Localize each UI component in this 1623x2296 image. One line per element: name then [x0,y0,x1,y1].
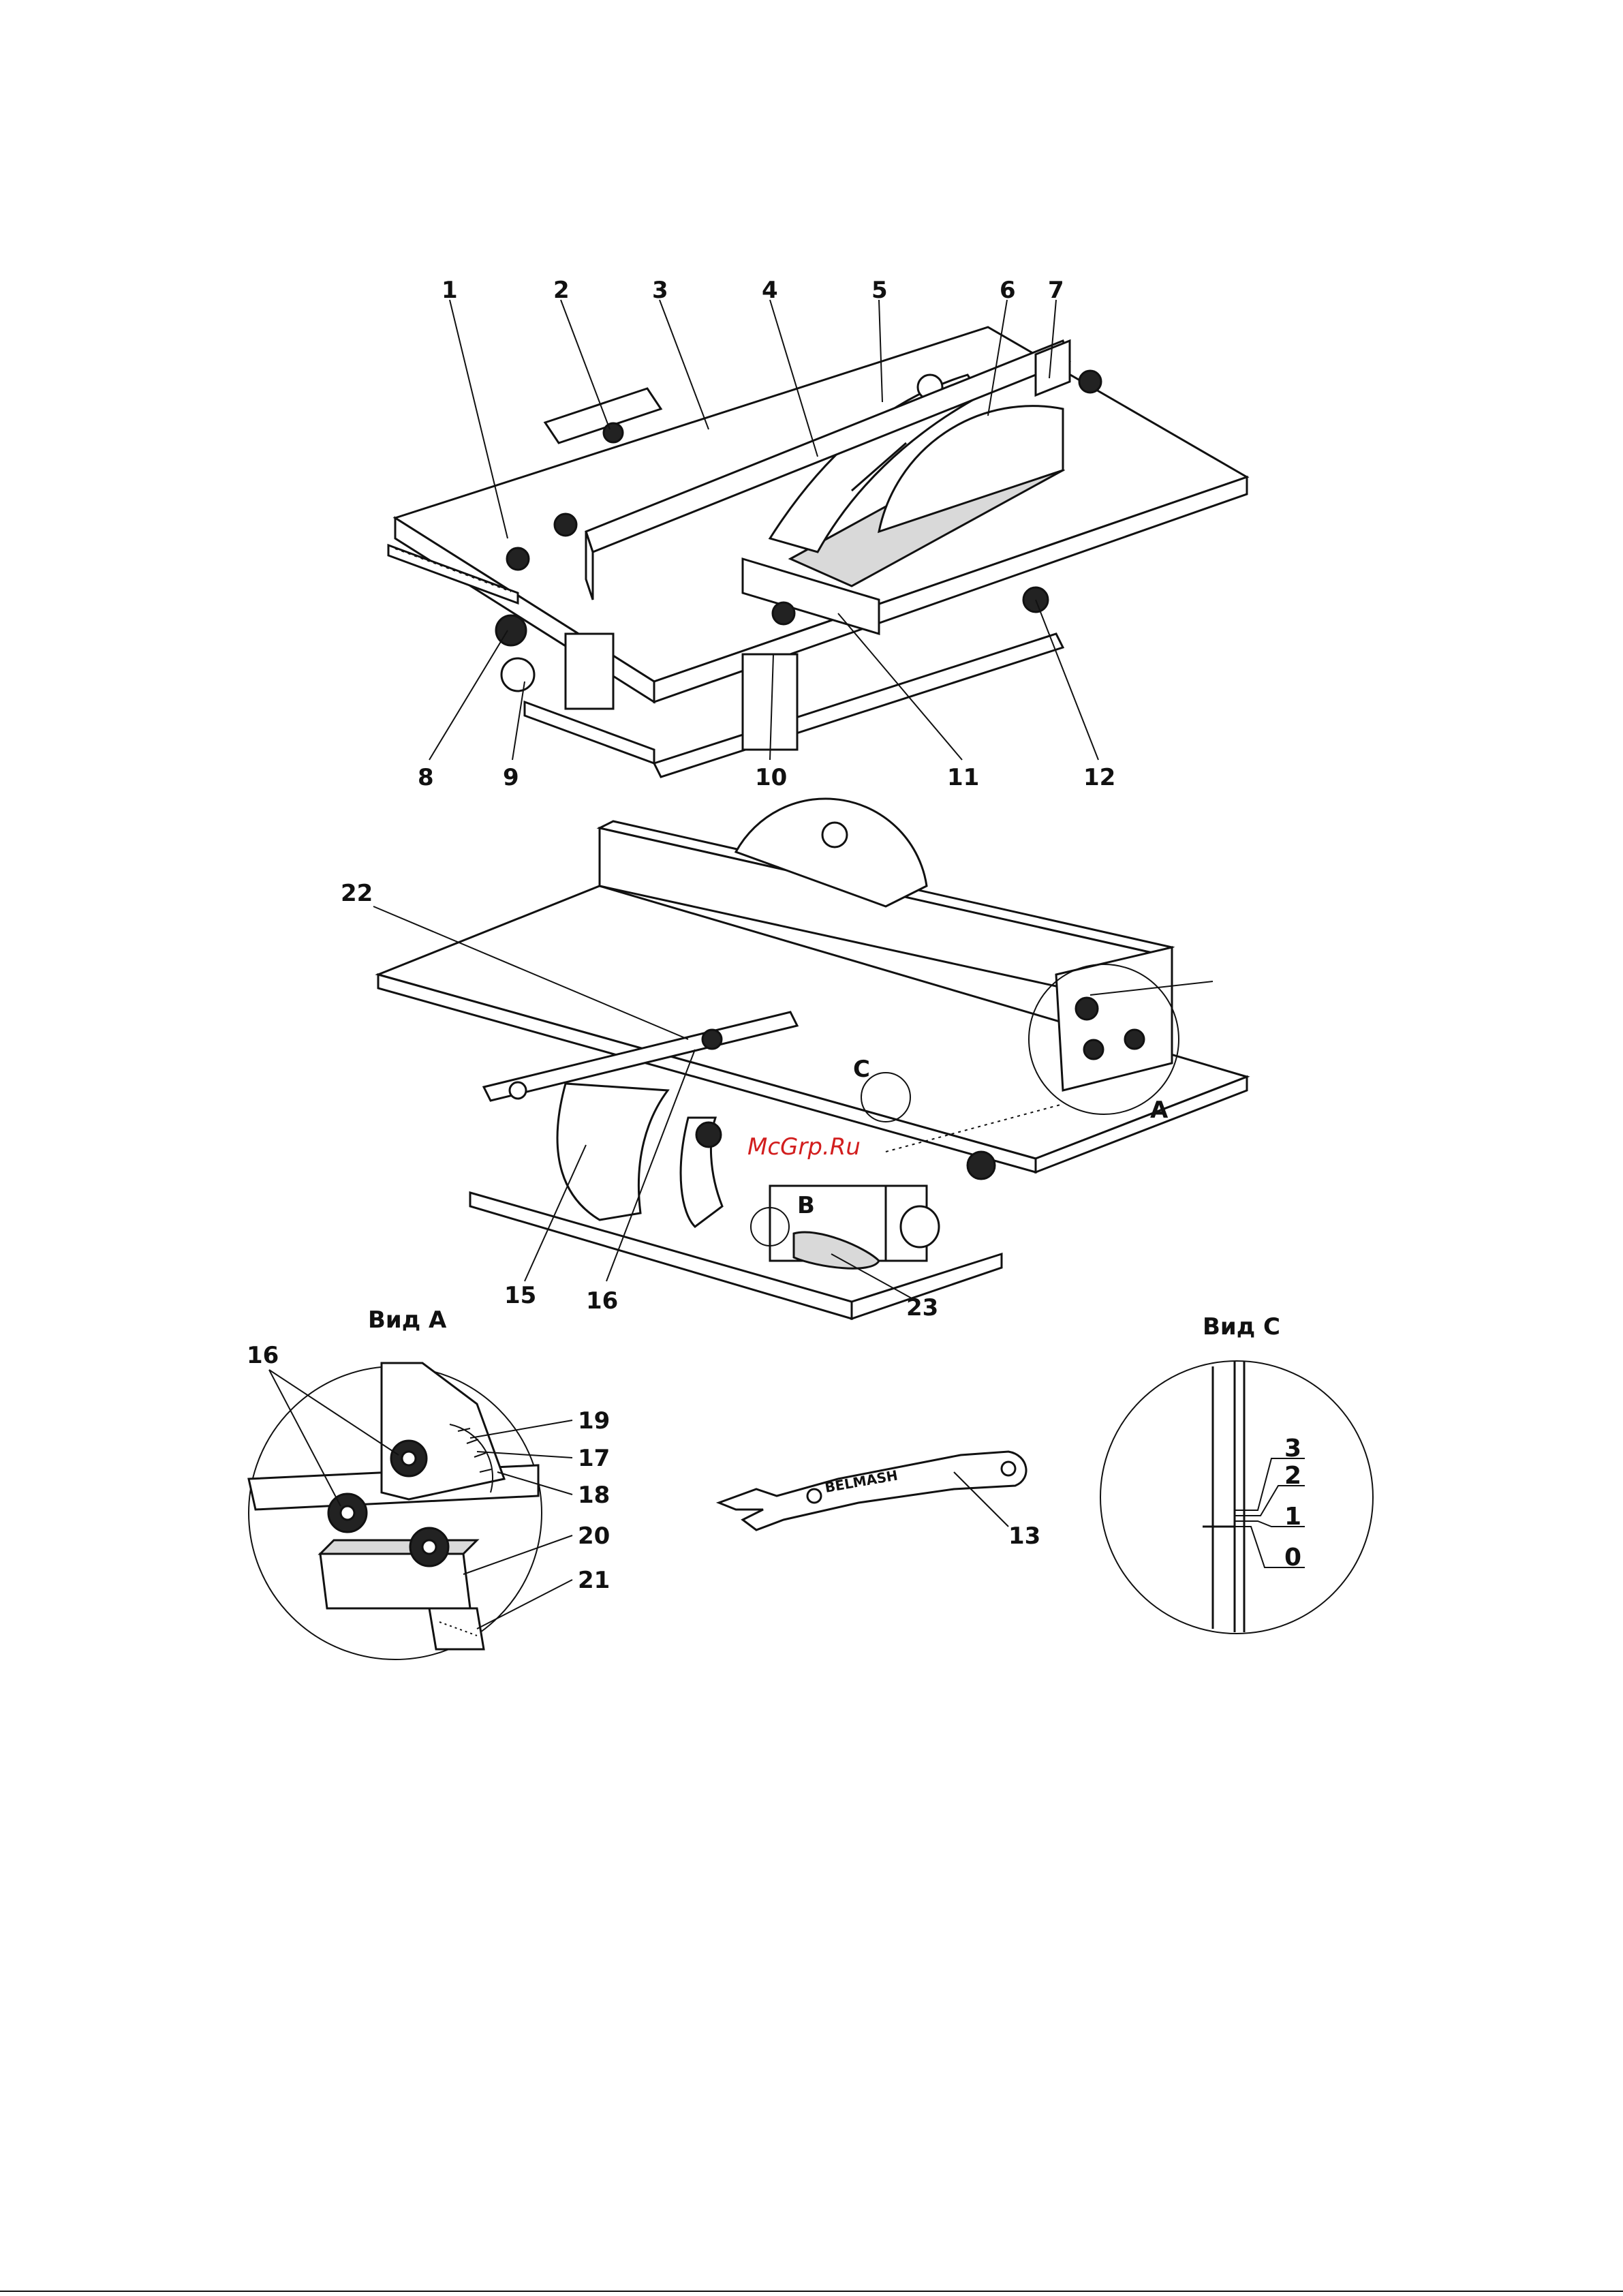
callout-23: 23 [906,1294,938,1321]
view-marker-c: C [853,1056,870,1083]
view-c-scale-2: 2 [1284,1462,1301,1490]
view-c-scale-0: 0 [1284,1544,1301,1572]
callout-3: 3 [652,277,668,304]
view-a-callout-19: 19 [578,1407,610,1435]
callout-2: 2 [553,277,570,304]
view-marker-a: A [1150,1097,1169,1124]
figure-2-saw-table-rear: 22 15 16 23 C A B McGrp.Ru [341,799,1247,1321]
callout-10: 10 [755,764,787,791]
view-marker-b: B [797,1192,815,1219]
view-a-callout-20: 20 [578,1522,610,1550]
view-a-title: Вид А [368,1306,447,1334]
callout-6: 6 [1000,277,1016,304]
view-c-detail: Вид С 3 2 1 0 [1100,1313,1373,1634]
callout-11: 11 [947,764,979,791]
view-a-callout-16: 16 [247,1342,279,1369]
view-a-callout-21: 21 [578,1567,610,1594]
callout-13: 13 [1008,1522,1040,1550]
callout-16: 16 [586,1287,618,1315]
view-a-callout-18: 18 [578,1482,610,1509]
view-a-detail: Вид А 16 19 17 18 20 21 [247,1306,610,1659]
view-c-title: Вид С [1203,1313,1280,1341]
callout-15: 15 [504,1282,536,1309]
callout-9: 9 [503,764,519,791]
callout-8: 8 [418,764,434,791]
callout-1: 1 [442,277,458,304]
watermark: McGrp.Ru [747,1133,861,1161]
callout-5: 5 [871,277,888,304]
callout-22: 22 [341,880,373,907]
callout-7: 7 [1048,277,1064,304]
figure-1-saw-table: 1 2 3 4 5 6 7 8 9 10 11 12 [388,277,1247,791]
view-c-scale-1: 1 [1284,1503,1301,1531]
callout-12: 12 [1083,764,1115,791]
callout-4: 4 [762,277,778,304]
view-c-scale-3: 3 [1284,1435,1301,1463]
view-a-callout-17: 17 [578,1445,610,1472]
wrench-13: BELMASH 13 [719,1452,1040,1550]
